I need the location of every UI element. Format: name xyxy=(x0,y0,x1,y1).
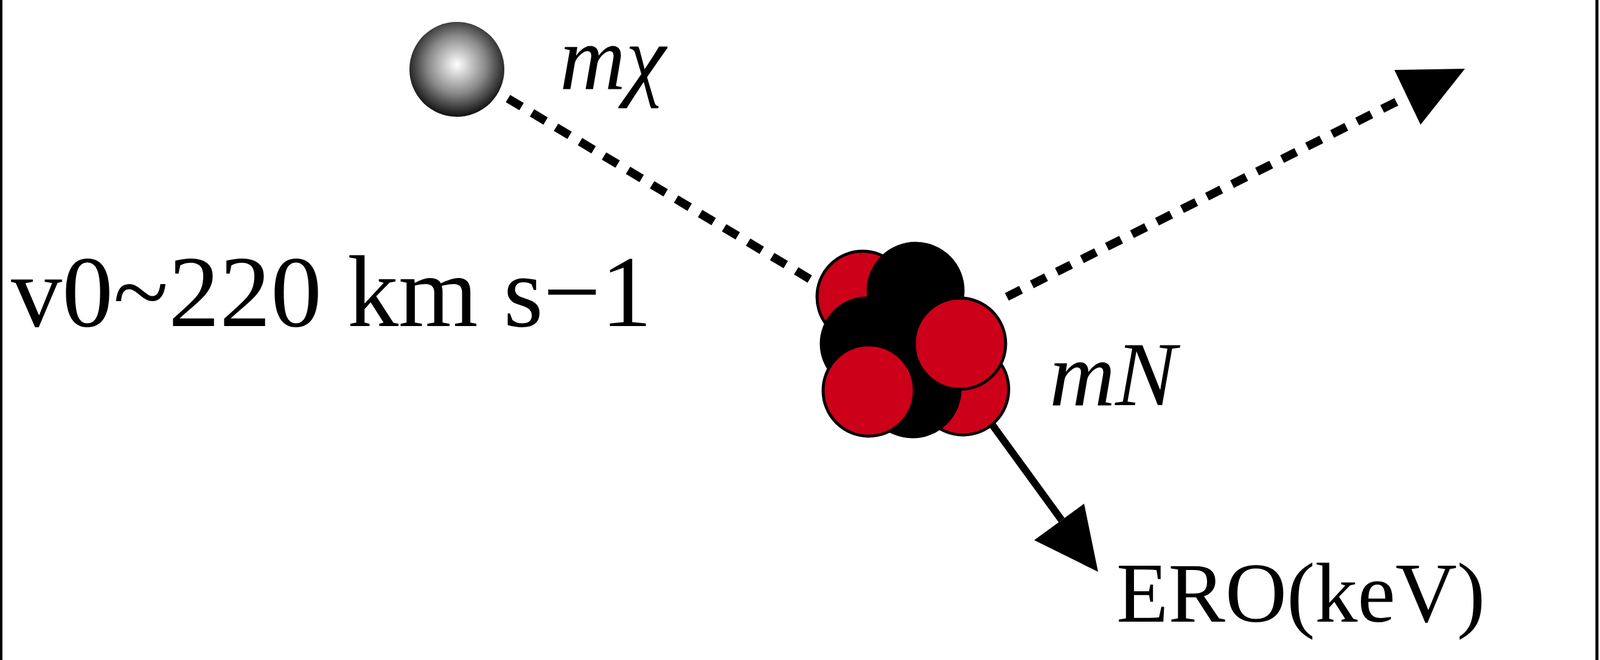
nucleus xyxy=(817,243,1009,437)
velocity-label: v0~220 km s−1 xyxy=(10,240,653,343)
outgoing-path xyxy=(1006,91,1418,297)
arrow-head xyxy=(1034,503,1099,572)
frame-edge xyxy=(1595,0,1599,660)
dark-matter-particle xyxy=(409,21,505,117)
frame-edge xyxy=(0,0,3,660)
arrow-head xyxy=(1394,68,1465,125)
nucleus-mass: mN xyxy=(1049,328,1176,420)
recoil-energy: ERO(keV) xyxy=(1116,550,1486,636)
particle-mass: mχ xyxy=(559,12,666,104)
recoil-arrow xyxy=(988,419,1062,521)
